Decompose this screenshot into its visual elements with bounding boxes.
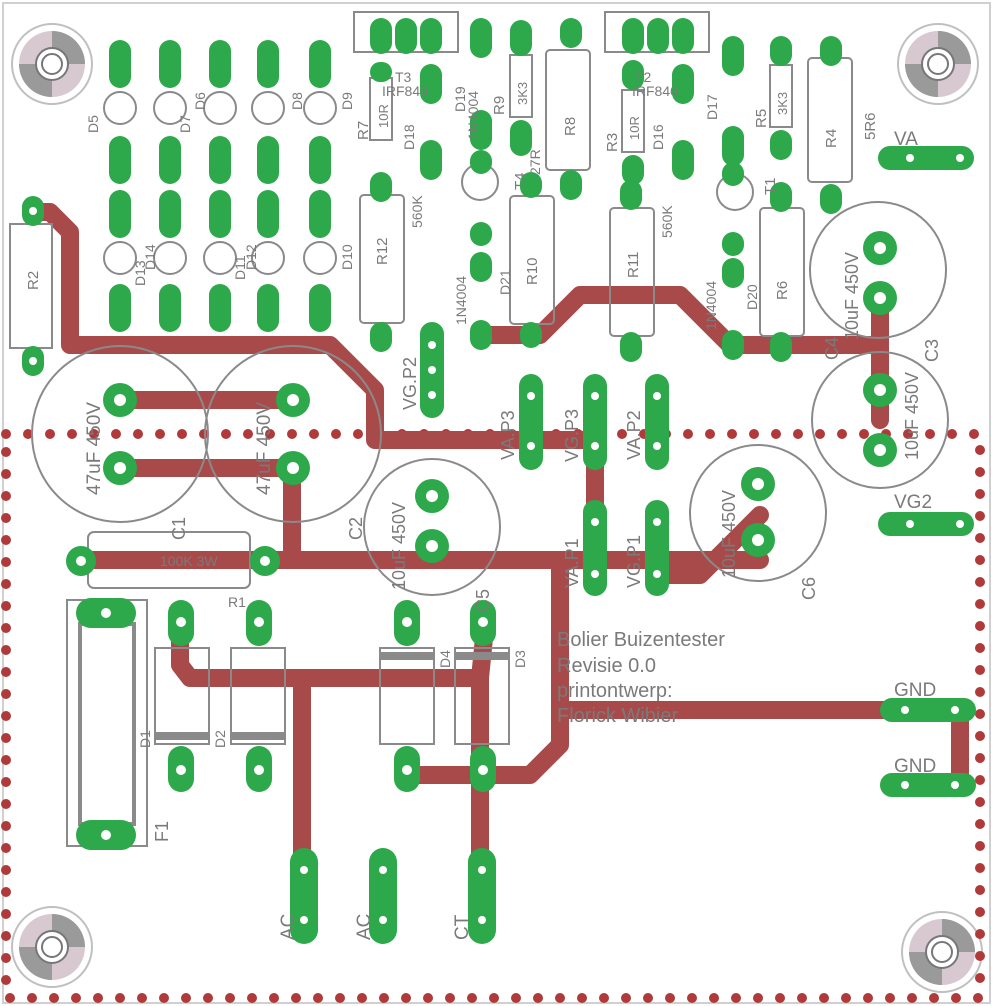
- label-r3: R3: [604, 133, 621, 152]
- mounting-hole-bl: [11, 906, 93, 988]
- label-d20: D20: [744, 284, 760, 310]
- board-text-line4: Florick Wibier: [557, 705, 678, 727]
- label-d4: D4: [437, 650, 453, 668]
- label-t1: T1: [762, 177, 779, 195]
- label-d6: D6: [192, 92, 208, 110]
- label-va-p1: VA.P1: [562, 538, 582, 588]
- label-vg-p3: VG.P3: [562, 409, 582, 462]
- label-d17: D17: [704, 94, 720, 120]
- label-r12: R12: [374, 237, 391, 265]
- label-c6: C6: [799, 577, 819, 600]
- label-r1-val: 100K 3W: [160, 553, 218, 569]
- label-r11: R11: [625, 252, 642, 278]
- label-d12: D12: [243, 244, 259, 270]
- label-r3-val: 10R: [627, 116, 642, 140]
- label-c5: C5: [473, 589, 493, 612]
- label-d10: D10: [339, 244, 355, 270]
- label-d19: D19: [452, 86, 468, 112]
- label-r4: R4: [823, 129, 840, 148]
- board-text-line2: Revisie 0.0: [557, 655, 656, 677]
- label-r4-val: 5R6: [862, 112, 879, 140]
- label-t3: T3: [395, 69, 412, 85]
- mounting-hole-br: [901, 911, 983, 993]
- label-r6: R6: [774, 281, 791, 300]
- label-d13: D13: [132, 260, 148, 286]
- label-r9: R9: [491, 96, 508, 115]
- label-1n4004-a: 1N4004: [465, 91, 481, 140]
- label-va-p2: VA.P2: [624, 410, 644, 460]
- label-c6-val: 10uF 450V: [719, 490, 739, 578]
- label-r8-val: 27R: [527, 149, 543, 175]
- label-r5: R5: [753, 109, 770, 128]
- label-c2: C2: [346, 517, 366, 540]
- label-c1: C1: [169, 517, 189, 540]
- label-gnd-2: GND: [894, 756, 936, 777]
- label-t2-part: IRF840: [632, 83, 678, 99]
- label-gnd-1: GND: [894, 680, 936, 701]
- label-r7-val: 10R: [376, 104, 391, 128]
- label-t3-part: IRF840: [382, 83, 428, 99]
- label-d14: D14: [142, 244, 158, 270]
- label-d1: D1: [137, 730, 153, 748]
- label-r12-val: 560K: [409, 195, 425, 228]
- label-1n4004-b: 1N4004: [453, 276, 469, 325]
- label-d5: D5: [85, 115, 101, 133]
- label-d16: D16: [650, 124, 666, 150]
- label-c2-val: 10uF 450V: [389, 502, 409, 590]
- label-d3: D3: [512, 650, 528, 668]
- keepout-border: [1, 429, 985, 1003]
- label-c1-val: 47uF 450V: [84, 402, 105, 495]
- pads: [22, 18, 976, 944]
- label-d11: D11: [232, 255, 248, 280]
- label-va: VA: [894, 129, 918, 150]
- board-text-line3: printontwerp:: [557, 680, 673, 702]
- label-d7: D7: [177, 115, 193, 133]
- label-c1b-val: 47uF 450V: [254, 402, 275, 495]
- label-r1: R1: [228, 594, 246, 610]
- label-ct: CT: [452, 914, 473, 940]
- label-d21: D21: [497, 269, 513, 295]
- label-d2: D2: [212, 730, 228, 748]
- label-t2: T2: [635, 69, 652, 85]
- label-c4: C4: [822, 337, 842, 360]
- label-c3-val: 10uF 450V: [902, 372, 922, 460]
- label-d18: D18: [401, 124, 417, 150]
- mounting-hole-tr: [897, 23, 979, 105]
- mounting-hole-tl: [11, 23, 93, 105]
- label-vg2: VG2: [894, 492, 932, 513]
- led-footprints: [103, 91, 337, 275]
- label-ac-1: AC: [278, 914, 299, 940]
- label-c3: C3: [922, 339, 942, 362]
- label-va-p3: VA.P3: [498, 410, 518, 460]
- board-text-line1: Bolier Buizentester: [557, 629, 725, 651]
- label-r11-val: 560K: [659, 205, 675, 238]
- label-r5-val: 3K3: [775, 92, 790, 115]
- label-d8: D8: [289, 92, 305, 110]
- label-t4: T4: [512, 172, 529, 190]
- label-r10: R10: [524, 257, 541, 285]
- label-d9: D9: [339, 92, 355, 110]
- label-r7: R7: [355, 121, 372, 140]
- label-r9-val: 3K3: [515, 82, 530, 105]
- label-ac-2: AC: [354, 914, 375, 940]
- diode-bands: [155, 652, 509, 740]
- label-1n4004-c: 1N4004: [703, 281, 719, 330]
- label-vg-p2: VG.P2: [400, 357, 420, 410]
- label-r2: R2: [25, 271, 42, 290]
- label-vg-p1: VG.P1: [624, 535, 644, 588]
- label-c4-val: 10uF 450V: [842, 252, 862, 340]
- label-r8: R8: [562, 117, 579, 136]
- label-f1: F1: [152, 821, 172, 842]
- pad-drills: [29, 154, 964, 924]
